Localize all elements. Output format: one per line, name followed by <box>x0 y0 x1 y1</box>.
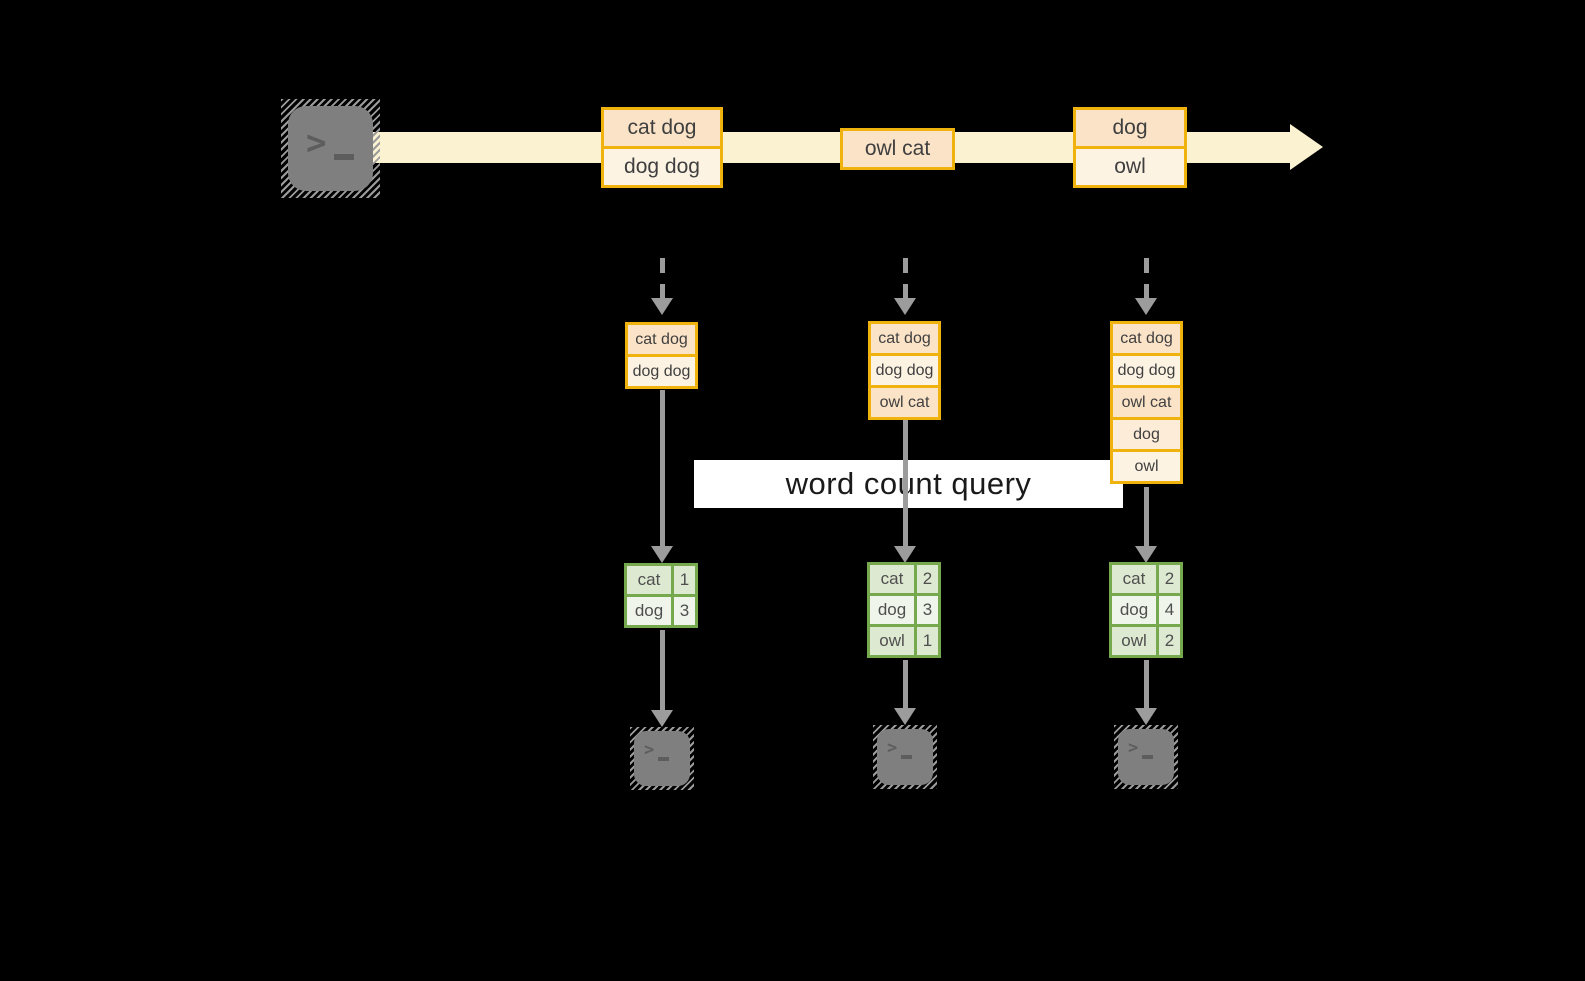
arrow-stem <box>903 418 908 546</box>
prompt-underscore-icon <box>901 755 912 759</box>
prompt-underscore-icon <box>334 154 354 160</box>
input-stack-1: cat dog dog dog <box>625 322 698 389</box>
word-cell: cat <box>870 565 914 593</box>
word-cell: dog <box>870 596 914 624</box>
stream-record: dog dog <box>604 149 720 185</box>
arrow-head-icon <box>651 298 673 315</box>
terminal-icon: > <box>630 727 694 790</box>
arrow-head-icon <box>1135 708 1157 725</box>
input-line: owl cat <box>1113 388 1180 417</box>
query-label-banner: word count query <box>694 460 1123 508</box>
terminal-body: > <box>877 729 933 785</box>
input-stack-2: cat dog dog dog owl cat <box>868 321 941 420</box>
input-line: cat dog <box>628 325 695 354</box>
arrow-stem <box>1144 487 1149 546</box>
count-cell: 1 <box>674 566 695 594</box>
terminal-body: > <box>1118 729 1174 785</box>
input-line: dog dog <box>628 357 695 386</box>
query-label: word count query <box>785 466 1032 501</box>
input-line: cat dog <box>1113 324 1180 353</box>
arrow-stem <box>1144 660 1149 708</box>
input-line: dog <box>1113 420 1180 449</box>
stream-record: cat dog <box>604 110 720 146</box>
stream-record: owl <box>1076 149 1184 185</box>
stream-batch-1: cat dog dog dog <box>601 107 723 188</box>
arrow-stem <box>660 630 665 710</box>
count-cell: 4 <box>1159 596 1180 624</box>
stream-arrowhead-icon <box>1290 124 1323 170</box>
terminal-icon: > <box>281 99 380 198</box>
count-cell: 2 <box>1159 627 1180 655</box>
input-line: owl <box>1113 452 1180 481</box>
arrow-head-icon <box>1135 546 1157 563</box>
count-table-3: cat 2 dog 4 owl 2 <box>1109 562 1183 658</box>
arrow-head-icon <box>1135 298 1157 315</box>
stream-batch-2: owl cat <box>840 128 955 170</box>
count-table-1: cat 1 dog 3 <box>624 563 698 628</box>
word-cell: dog <box>627 597 671 625</box>
prompt-underscore-icon <box>658 757 669 761</box>
prompt-underscore-icon <box>1142 755 1153 759</box>
arrow-head-icon <box>894 298 916 315</box>
count-cell: 2 <box>917 565 938 593</box>
word-cell: cat <box>1112 565 1156 593</box>
prompt-chevron-icon: > <box>887 738 898 758</box>
count-cell: 1 <box>917 627 938 655</box>
dashed-arrow-stem <box>1144 258 1149 298</box>
input-line: dog dog <box>1113 356 1180 385</box>
arrow-head-icon <box>894 546 916 563</box>
terminal-icon: > <box>1114 725 1178 789</box>
arrow-stem <box>660 390 665 546</box>
terminal-body: > <box>288 106 373 191</box>
arrow-stem <box>903 660 908 708</box>
count-table-2: cat 2 dog 3 owl 1 <box>867 562 941 658</box>
arrow-head-icon <box>651 546 673 563</box>
word-cell: owl <box>1112 627 1156 655</box>
terminal-icon: > <box>873 725 937 789</box>
dashed-arrow-stem <box>903 258 908 298</box>
stream-record: dog <box>1076 110 1184 146</box>
count-cell: 3 <box>674 597 695 625</box>
word-cell: cat <box>627 566 671 594</box>
prompt-chevron-icon: > <box>1128 738 1139 758</box>
input-stack-3: cat dog dog dog owl cat dog owl <box>1110 321 1183 484</box>
input-line: dog dog <box>871 356 938 385</box>
terminal-body: > <box>634 731 690 786</box>
input-line: owl cat <box>871 388 938 417</box>
word-cell: dog <box>1112 596 1156 624</box>
stream-record: owl cat <box>843 131 952 167</box>
arrow-head-icon <box>651 710 673 727</box>
arrow-head-icon <box>894 708 916 725</box>
prompt-chevron-icon: > <box>644 740 655 760</box>
input-line: cat dog <box>871 324 938 353</box>
dashed-arrow-stem <box>660 258 665 298</box>
count-cell: 3 <box>917 596 938 624</box>
stream-batch-3: dog owl <box>1073 107 1187 188</box>
prompt-chevron-icon: > <box>306 123 327 163</box>
word-cell: owl <box>870 627 914 655</box>
count-cell: 2 <box>1159 565 1180 593</box>
